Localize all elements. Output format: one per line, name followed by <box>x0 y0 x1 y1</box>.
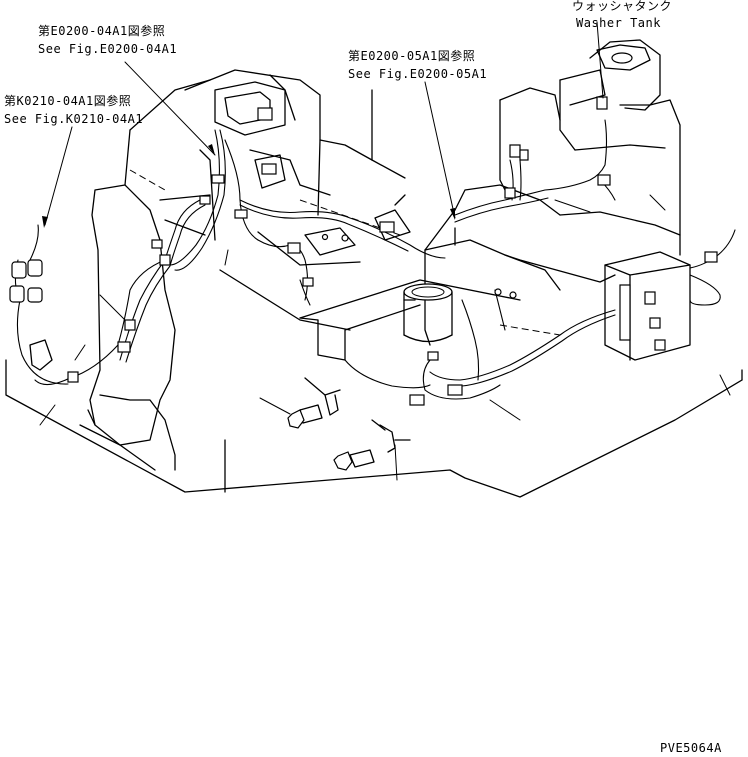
drawing-code: PVE5064A <box>660 741 722 755</box>
arrow-heads <box>42 144 455 228</box>
ref-e0200-05a1-en: See Fig.E0200-05A1 <box>348 67 487 81</box>
washer-tank <box>499 39 681 256</box>
leader-lines <box>39 21 731 481</box>
label-washer-tank: ウォッシャタンク Washer Tank <box>572 0 672 30</box>
ref-e0200-04a1-jp: 第E0200-04A1図参照 <box>38 23 165 38</box>
cylinder-tank <box>403 283 453 343</box>
ref-e0200-05a1-jp: 第E0200-05A1図参照 <box>348 48 475 63</box>
ref-k0210-04a1-jp: 第K0210-04A1図参照 <box>4 93 131 108</box>
bolt-bracket-2 <box>333 419 411 471</box>
ref-e0200-04a1-en: See Fig.E0200-04A1 <box>38 42 177 56</box>
left-console <box>79 79 216 471</box>
lower-beam <box>299 279 521 361</box>
right-console <box>424 184 681 346</box>
bolt-bracket-1 <box>287 377 341 429</box>
connectors <box>67 174 718 406</box>
middle-mount-plate <box>304 194 411 256</box>
relay-box <box>214 81 286 189</box>
label-ref-e0200-05a1: 第E0200-05A1図参照 See Fig.E0200-05A1 <box>348 48 487 81</box>
right-control-box <box>604 251 691 361</box>
center-cab-structure <box>184 69 406 331</box>
floor-outline <box>5 359 743 498</box>
label-ref-k0210-04a1: 第K0210-04A1図参照 See Fig.K0210-04A1 <box>4 93 143 126</box>
left-connector-cluster <box>9 259 53 371</box>
label-ref-e0200-04a1: 第E0200-04A1図参照 See Fig.E0200-04A1 <box>38 23 177 56</box>
ref-k0210-04a1-en: See Fig.K0210-04A1 <box>4 112 143 126</box>
washer-tank-jp: ウォッシャタンク <box>572 0 672 13</box>
washer-tank-en: Washer Tank <box>576 16 661 30</box>
